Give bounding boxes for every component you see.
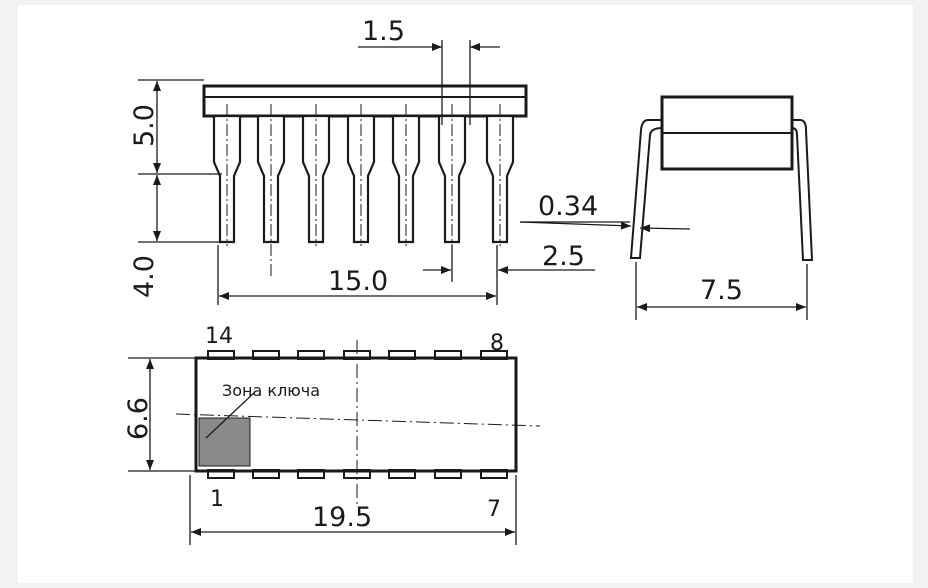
top-body — [194, 356, 518, 473]
pin-label-1: 1 — [210, 487, 224, 512]
front-pin — [391, 104, 421, 246]
dim-pin-width: 2.5 — [542, 241, 585, 272]
front-view: 1.5 5.0 4.0 15.0 2.5 — [129, 16, 595, 305]
front-pin — [437, 104, 467, 246]
front-pin-group — [212, 104, 515, 276]
top-view: Зона ключа 14 8 1 7 6.6 19.5 — [123, 324, 541, 545]
pin-label-14: 14 — [205, 324, 233, 349]
front-pin — [346, 104, 376, 246]
dim-row-spacing: 7.5 — [700, 275, 743, 306]
dim-pin-span: 15.0 — [328, 266, 388, 297]
side-view: 0.34 7.5 — [519, 95, 814, 320]
dim-pin-length: 4.0 — [129, 255, 160, 298]
dim-body-length: 19.5 — [312, 502, 372, 533]
front-pin — [256, 104, 286, 276]
dim-pin-thickness: 0.34 — [538, 191, 598, 222]
key-zone — [198, 417, 251, 467]
side-right-lead — [791, 119, 814, 261]
dim-body-width: 6.6 — [123, 397, 154, 440]
pin-label-7: 7 — [487, 497, 501, 522]
drawing-sheet — [18, 5, 913, 583]
front-pin — [212, 104, 242, 246]
dim-body-height: 5.0 — [129, 104, 160, 147]
dim-pitch: 1.5 — [362, 16, 405, 47]
front-pin — [485, 104, 515, 246]
front-pin — [301, 104, 331, 246]
side-left-lead — [629, 119, 663, 259]
pin-label-8: 8 — [490, 331, 504, 356]
key-zone-label: Зона ключа — [222, 381, 320, 400]
